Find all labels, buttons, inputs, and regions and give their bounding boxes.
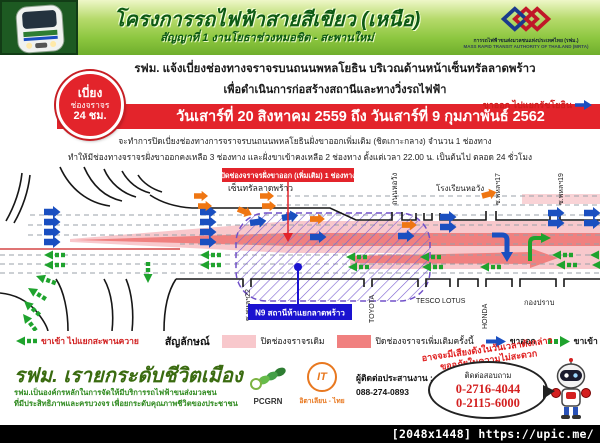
coordinator-phone: 088-274-0893 [356, 387, 409, 398]
watermark-bar: [2048x1448] https://upic.me/ [0, 425, 600, 443]
mission-line1: รฟม.เป็นองค์กรหลักในการจัดให้มีบริการรถไ… [14, 388, 217, 397]
contact-speech-bubble: ติดต่อสอบถาม 0-2716-4044 0-2115-6000 [428, 361, 555, 419]
legend-new-closure-label: ปิดช่องจราจรเพิ่มเติมครั้งนี้ [375, 336, 474, 346]
closure-callout-text: ปิดช่องจราจรฝั่งขาออก (เพิ่มเติม) 1 ช่อง… [219, 170, 356, 180]
legend-inbound-arrow-icon [547, 335, 570, 347]
label-kong-prab: กองปราบ [524, 298, 555, 307]
notice-section: รฟม. แจ้งเบี่ยงช่องทางจราจรบนถนนพหลโยธิน… [0, 55, 600, 164]
inbound-direction-text: ขาเข้า ไปแยกสะพานควาย [41, 336, 139, 346]
badge-line2: ช่องจราจร [70, 99, 110, 110]
notice-line2: เพื่อดำเนินการก่อสร้างสถานีและทางวิ่งรถไ… [223, 84, 447, 96]
detail-line2: ทำให้มีช่องทางจราจรฝั่งขาออกคงเหลือ 3 ช่… [67, 152, 533, 162]
mrta-logo-icon [500, 6, 552, 32]
robot-icon [551, 358, 591, 419]
notice-line1: รฟม. แจ้งเบี่ยงช่องทางจราจรบนถนนพหลโยธิน… [134, 63, 536, 75]
date-banner: วันเสาร์ที่ 20 สิงหาคม 2559 ถึง วันเสาร์… [57, 104, 600, 129]
legend-inbound-label: ขาเข้า [573, 336, 598, 346]
construction-zone [235, 212, 431, 302]
mascot-robot [548, 357, 594, 426]
pcgrn-logo-icon [250, 367, 286, 390]
page-subtitle: สัญญาที่ 1 งานโยธาช่วงหมอชิต - สะพานใหม่ [160, 31, 374, 44]
outbound-direction-label: ขาออก ไปแยกรัชโยธิน [483, 98, 592, 112]
mrta-logo-block: การรถไฟฟ้าขนส่งมวลชนแห่งประเทศไทย (รฟม.)… [456, 5, 600, 50]
legend-title: สัญลักษณ์ [164, 335, 210, 348]
pcgrn-logo-block: PCGRN [246, 365, 290, 406]
mrta-slogan: รฟม. เรายกระดับชีวิตเมือง [14, 365, 243, 387]
label-school: โรงเรียนหอวัง [436, 183, 484, 193]
label-honda: HONDA [482, 303, 489, 329]
label-toyota: TOYOTA [369, 295, 376, 323]
legend-old-closure-label: ปิดช่องจราจรเดิม [260, 336, 325, 346]
header-banner: โครงการรถไฟฟ้าสายสีเขียว (เหนือ) สัญญาที… [0, 0, 600, 55]
inquiry-label: ติดต่อสอบถาม [464, 370, 512, 380]
label-tesco: TESCO LOTUS [416, 298, 466, 305]
italian-thai-logo-block: IT อิตาเลียน - ไทย [296, 362, 348, 406]
inbound-direction-label: ขาเข้า ไปแยกสะพานควาย [16, 334, 139, 348]
mission-line2: ที่มีประสิทธิภาพและครบวงจร เพื่อยกระดับค… [14, 399, 238, 409]
outbound-direction-text: ขาออก ไปแยกรัชโยธิน [482, 100, 572, 110]
train-icon [15, 4, 65, 54]
left-green-arrow-icon [16, 336, 37, 346]
footer: รฟม. เรายกระดับชีวิตเมือง รฟม.เป็นองค์กร… [0, 357, 600, 425]
legend-new-closure-swatch [336, 334, 371, 348]
legend-outbound-arrow-icon [485, 335, 506, 347]
traffic-map: ปิดช่องจราจรฝั่งขาออก (เพิ่มเติม) 1 ช่อง… [0, 163, 600, 334]
outbound-arrows [44, 206, 600, 262]
agency-name-en: MASS RAPID TRANSIT AUTHORITY OF THAILAND… [463, 44, 589, 50]
road-outline [0, 166, 600, 332]
label-soi19: ซ.พหลฯ19 [558, 173, 565, 205]
label-soi17: ซ.พหลฯ17 [495, 173, 502, 205]
label-thanon-ho-wang: ถนนหอวัง [390, 173, 399, 205]
station-box-text: N9 สถานีห้าแยกลาดพร้าว [255, 308, 345, 318]
badge-line3: 24 ชม. [73, 110, 107, 123]
contractor-label: อิตาเลียน - ไทย [299, 398, 345, 405]
mission-text: รฟม.เป็นองค์กรหลักในการจัดให้มีบริการรถไ… [14, 387, 238, 410]
legend-outbound-label: ขาออก [509, 336, 536, 346]
page-title: โครงการรถไฟฟ้าสายสีเขียว (เหนือ) [113, 8, 421, 31]
coordinator-block: ผู้ติดต่อประสานงาน : 088-274-0893 [356, 371, 433, 400]
phone-number-1: 0-2716-4044 [455, 381, 521, 396]
inbound-arrows [19, 233, 600, 334]
legend-row: ขาเข้า ไปแยกสะพานควาย สัญลักษณ์ ปิดช่องจ… [0, 330, 600, 352]
closure-callout: ปิดช่องจราจรฝั่งขาออก (เพิ่มเติม) 1 ช่อง… [219, 168, 356, 242]
italian-thai-logo-icon: IT [307, 362, 337, 392]
it-monogram: IT [317, 371, 327, 383]
diversion-badge: เบี่ยง ช่องจราจร 24 ชม. [56, 71, 124, 139]
detail-line1: จะทำการปิดเบี่ยงช่องทางการจราจรบนถนนพหลโ… [118, 136, 492, 146]
legend-old-closure-swatch [221, 334, 256, 348]
agency-name-th: การรถไฟฟ้าขนส่งมวลชนแห่งประเทศไทย (รฟม.) [473, 37, 579, 44]
label-central: เซ็นทรัลลาดพร้าว [228, 182, 293, 193]
coordinator-label: ผู้ติดต่อประสานงาน : [356, 373, 433, 383]
pcgrn-label: PCGRN [253, 397, 283, 406]
station-marker: N9 สถานีห้าแยกลาดพร้าว [248, 263, 352, 320]
phone-number-2: 0-2115-6000 [456, 396, 520, 410]
train-photo [0, 0, 78, 55]
right-arrow-icon [575, 100, 592, 110]
badge-line1: เบี่ยง [77, 86, 103, 101]
